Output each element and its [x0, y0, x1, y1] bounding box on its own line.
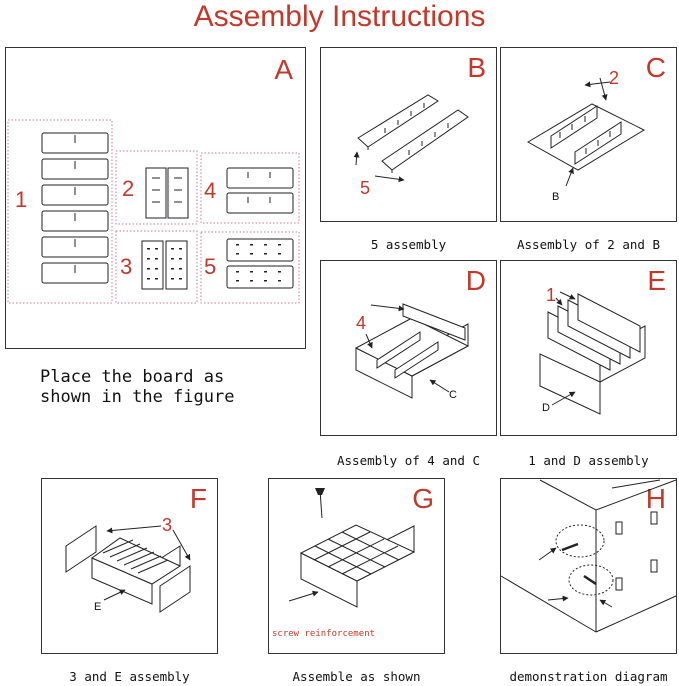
panel-letter: E	[647, 265, 666, 296]
part-label-5: 5	[360, 178, 370, 198]
panel-letter: B	[467, 52, 486, 83]
panel-a-caption: Place the board as shown in the figure	[40, 367, 235, 407]
part-label-2: 2	[609, 68, 619, 88]
part-label-3: 3	[162, 515, 172, 535]
board-parts-1	[41, 132, 109, 284]
screw-note: screw reinforcement	[272, 629, 375, 639]
board-parts-4	[226, 167, 294, 214]
panel-h-drawing	[500, 479, 677, 633]
part-label-4: 4	[204, 178, 216, 203]
panel-g-caption: Assemble as shown	[292, 669, 421, 684]
panel-c-drawing	[526, 103, 646, 171]
page-title: Assembly Instructions	[193, 0, 486, 33]
screw-icon	[315, 488, 325, 495]
part-label-5: 5	[204, 254, 216, 279]
panel-b-caption: 5 assembly	[370, 237, 447, 252]
panel-letter: G	[412, 483, 434, 514]
panel-letter: H	[645, 483, 666, 514]
part-label-4: 4	[356, 313, 366, 333]
panel-d-drawing	[354, 303, 470, 399]
parts-layout	[7, 119, 300, 304]
panel-d-caption: Assembly of 4 and C	[337, 453, 480, 468]
sub-label-b: B	[552, 191, 559, 203]
sub-label-d: D	[542, 402, 550, 414]
panel-f-drawing	[65, 525, 191, 613]
part-label-2: 2	[122, 176, 134, 201]
panel-h: H	[500, 478, 677, 654]
panel-letter: C	[645, 52, 666, 83]
part-label-1: 1	[546, 285, 556, 305]
part-label-3: 3	[120, 254, 132, 279]
board-parts-3	[141, 240, 188, 290]
panel-e-drawing	[539, 293, 646, 415]
sub-label-c: C	[449, 389, 457, 401]
panel-letter: D	[465, 265, 486, 296]
board-parts-2	[145, 167, 189, 219]
panel-letter: F	[189, 483, 207, 514]
panel-letter: A	[274, 54, 293, 85]
panel-f-caption: 3 and E assembly	[69, 669, 190, 684]
part-label-1: 1	[15, 187, 27, 212]
board-parts-5	[226, 238, 294, 289]
panel-h-caption: demonstration diagram	[509, 669, 668, 684]
sub-label-e: E	[94, 601, 101, 613]
panel-e-caption: 1 and D assembly	[528, 453, 649, 468]
panel-b: B	[320, 47, 497, 222]
panel-b-drawing	[357, 94, 469, 173]
panel-c-caption: Assembly of 2 and B	[517, 237, 660, 252]
